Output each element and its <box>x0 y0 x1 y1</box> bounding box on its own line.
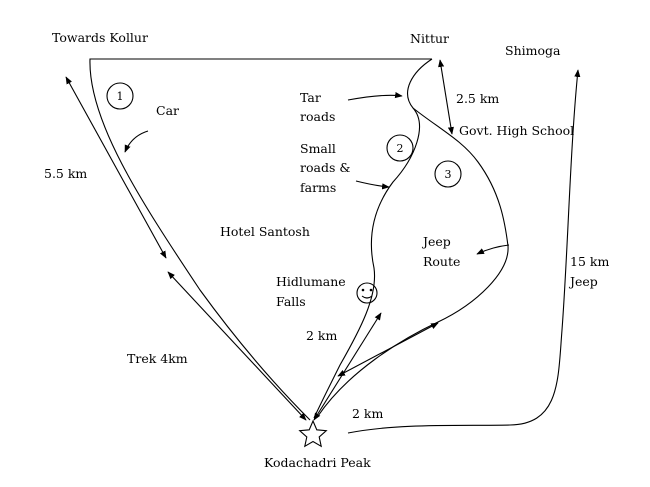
jeep-peak-distance-label: 2 km <box>352 406 384 421</box>
route-2-circle <box>386 134 414 162</box>
route-1-circle <box>106 82 134 110</box>
kollur-distance-label: 5.5 km <box>44 166 87 181</box>
shimoga-jeep-distance-label: 15 km Jeep <box>568 254 613 289</box>
tar-roads-pointer-arrow <box>347 91 403 101</box>
towards-kollur-label: Towards Kollur <box>52 30 148 45</box>
kollur-distance-arrow <box>65 76 167 259</box>
jeep-route-line <box>317 107 509 417</box>
hidlumane-falls-label: Hidlumane Falls <box>276 274 350 309</box>
small-roads-farms-label: Small roads & farms <box>300 141 354 195</box>
smiley-face-icon <box>356 282 378 304</box>
trek-distance-label: Trek 4km <box>127 351 188 366</box>
car-label: Car <box>156 103 179 118</box>
nittur-label: Nittur <box>410 31 449 46</box>
shimoga-jeep-arrow <box>347 69 581 434</box>
car-pointer-arrow <box>124 130 149 153</box>
route-3-number: 3 <box>445 168 452 181</box>
hotel-santosh-label: Hotel Santosh <box>220 224 310 239</box>
kodachadri-peak-label: Kodachadri Peak <box>264 455 371 470</box>
route-3-circle <box>434 160 462 188</box>
route-2-number: 2 <box>397 142 404 155</box>
nittur-school-distance-label: 2.5 km <box>456 91 499 106</box>
govt-high-school-label: Govt. High School <box>459 123 574 138</box>
small-roads-pointer-arrow <box>355 180 390 190</box>
trek-distance-arrow <box>167 271 307 421</box>
tar-roads-label: Tar roads <box>300 90 335 124</box>
jeep-route-label: Jeep Route <box>421 234 460 269</box>
peak-star-icon <box>298 419 328 448</box>
route-1-number: 1 <box>117 90 124 103</box>
shimoga-label: Shimoga <box>505 43 561 58</box>
jeep-peak-arrow <box>337 322 439 377</box>
jeep-route-pointer-arrow <box>476 244 510 255</box>
nittur-school-arrow <box>438 59 454 135</box>
falls-peak-distance-label: 2 km <box>306 328 338 343</box>
